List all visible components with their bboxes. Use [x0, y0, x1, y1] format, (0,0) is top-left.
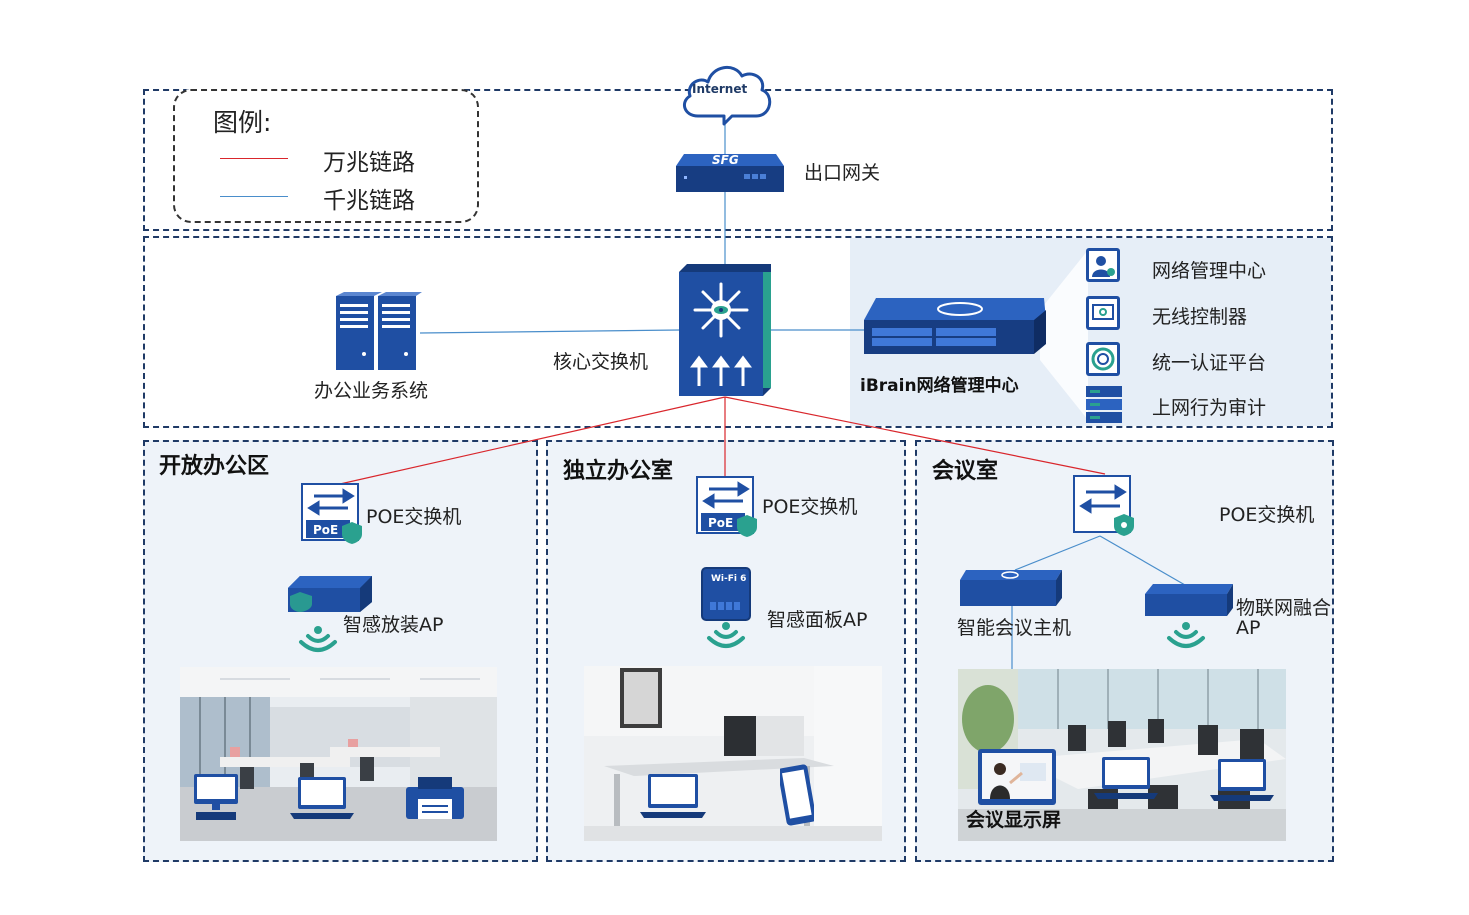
printer-icon [402, 775, 468, 823]
display-screen-label: 会议显示屏 [966, 809, 1062, 831]
poe-switch-meeting-label: POE交换机 [1219, 504, 1315, 526]
internet-cloud-icon: Internet [676, 58, 776, 126]
laptop-meeting-2-icon [1210, 757, 1274, 803]
legend-label-10g: 万兆链路 [323, 150, 415, 176]
poe-switch-open-icon: PoE [300, 482, 364, 544]
panel-ap-text: Wi-Fi 6 [711, 574, 747, 584]
private-office-title: 独立办公室 [563, 459, 674, 484]
wifi-signal-private-icon [706, 620, 746, 652]
core-switch-icon [677, 262, 773, 398]
wifi-signal-meeting-icon [1166, 620, 1206, 652]
poe-switch-private-icon: PoE [695, 475, 759, 537]
core-switch-label: 核心交换机 [553, 351, 649, 373]
meeting-host-label: 智能会议主机 [957, 617, 1072, 639]
server-rack-icon [334, 292, 424, 372]
ceiling-ap-label: 智感放装AP [343, 614, 444, 636]
private-office-photo [584, 666, 882, 841]
iot-ap-label-2: AP [1236, 617, 1261, 639]
legend-line-10g [220, 158, 288, 159]
legend: 图例: 万兆链路 千兆链路 [173, 89, 479, 223]
link-poe-host [1014, 535, 1101, 571]
meeting-room-title: 会议室 [932, 459, 999, 484]
wifi-signal-open-icon [298, 624, 338, 656]
behavior-audit-icon [1084, 384, 1124, 426]
panel-ap-label: 智感面板AP [767, 609, 868, 631]
network-management-icon [1085, 247, 1121, 283]
legend-line-1g [220, 196, 288, 197]
poe-switch-open-label: POE交换机 [366, 506, 462, 528]
internet-label: Internet [692, 82, 748, 96]
office-system-label: 办公业务系统 [314, 380, 429, 402]
core-zone [143, 236, 1333, 428]
desktop-pc-icon [192, 772, 240, 822]
poe-switch-private-label: POE交换机 [762, 496, 858, 518]
iot-ap-icon [1143, 582, 1235, 618]
gateway-label: 出口网关 [804, 162, 881, 184]
function-behavior-audit: 上网行为审计 [1152, 397, 1267, 419]
link-poe-iot [1099, 535, 1186, 586]
poe-badge-open: PoE [313, 523, 339, 537]
wireless-controller-icon [1085, 295, 1121, 331]
gateway-device-text: SFG [712, 153, 739, 167]
laptop-meeting-1-icon [1094, 755, 1158, 801]
iot-ap-label-1: 物联网融合 [1236, 597, 1332, 619]
gateway-device-icon: SFG [674, 152, 786, 194]
ibrain-label: iBrain网络管理中心 [860, 376, 1019, 396]
link-core-office-system [419, 329, 681, 334]
link-core-poe-open [339, 396, 726, 485]
legend-label-1g: 千兆链路 [323, 188, 415, 214]
tablet-icon [780, 764, 814, 826]
meeting-host-icon [958, 568, 1064, 608]
ibrain-server-icon [862, 296, 1048, 358]
open-office-title: 开放办公区 [159, 454, 270, 479]
panel-ap-icon: Wi-Fi 6 [700, 566, 754, 622]
function-auth-platform: 统一认证平台 [1152, 352, 1267, 374]
function-network-management: 网络管理中心 [1152, 260, 1267, 282]
poe-switch-meeting-icon [1072, 474, 1136, 536]
function-wireless-controller: 无线控制器 [1152, 306, 1248, 328]
display-screen-icon [976, 747, 1058, 809]
laptop-private-icon [640, 772, 706, 820]
legend-title: 图例: [213, 108, 272, 137]
ibrain-beam [1040, 250, 1090, 420]
open-office-photo [180, 667, 497, 841]
poe-badge-private: PoE [708, 516, 734, 530]
ceiling-ap-icon [286, 574, 374, 614]
meeting-room-photo [958, 669, 1286, 841]
laptop-open-icon [290, 775, 354, 821]
link-core-poe-meeting [724, 396, 1106, 475]
auth-platform-icon [1085, 341, 1121, 377]
